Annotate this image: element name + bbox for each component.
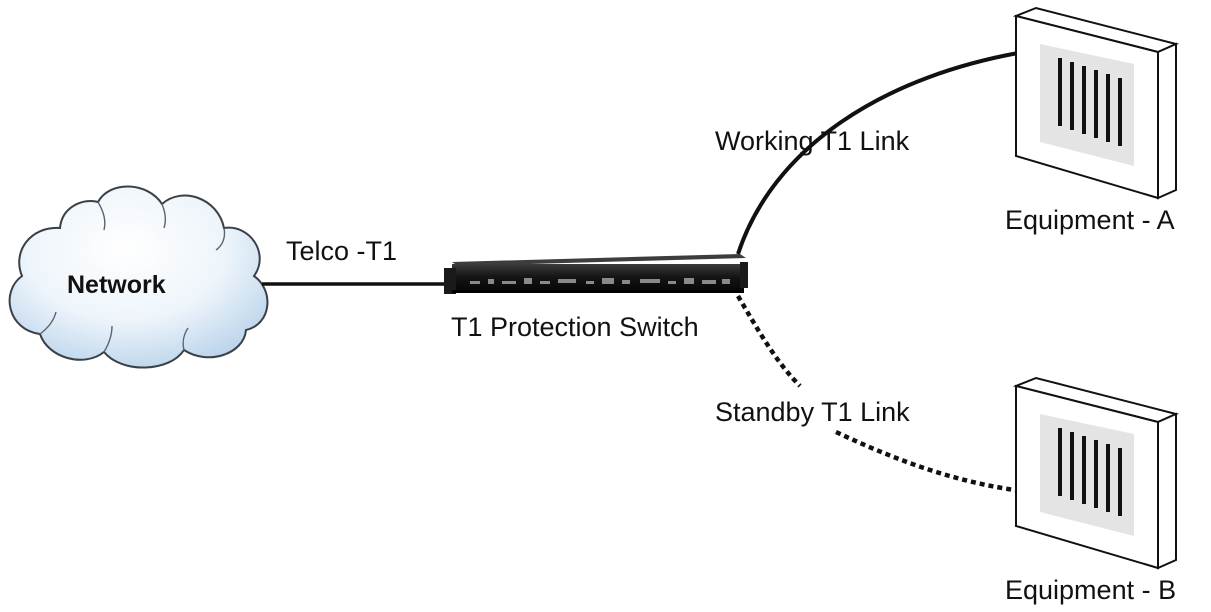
switch-front-panel	[470, 278, 730, 284]
equipment-b-label: Equipment - B	[1005, 575, 1177, 605]
equipment-b-cabinet	[1012, 376, 1180, 570]
working-t1-link	[736, 48, 1037, 255]
t1-protection-switch-label: T1 Protection Switch	[451, 312, 699, 342]
network-cloud	[8, 185, 269, 369]
standby-t1-link-label: Standby T1 Link	[715, 397, 910, 427]
standby-t1-link	[736, 294, 802, 388]
t1-protection-switch	[444, 254, 748, 294]
telco-t1-label: Telco -T1	[286, 236, 398, 266]
network-cloud-label: Network	[67, 271, 166, 299]
equipment-a-cabinet	[1012, 6, 1180, 200]
standby-t1-link-lower	[835, 429, 1031, 495]
equipment-a-label: Equipment - A	[1005, 205, 1175, 235]
working-t1-link-label: Working T1 Link	[715, 126, 910, 156]
